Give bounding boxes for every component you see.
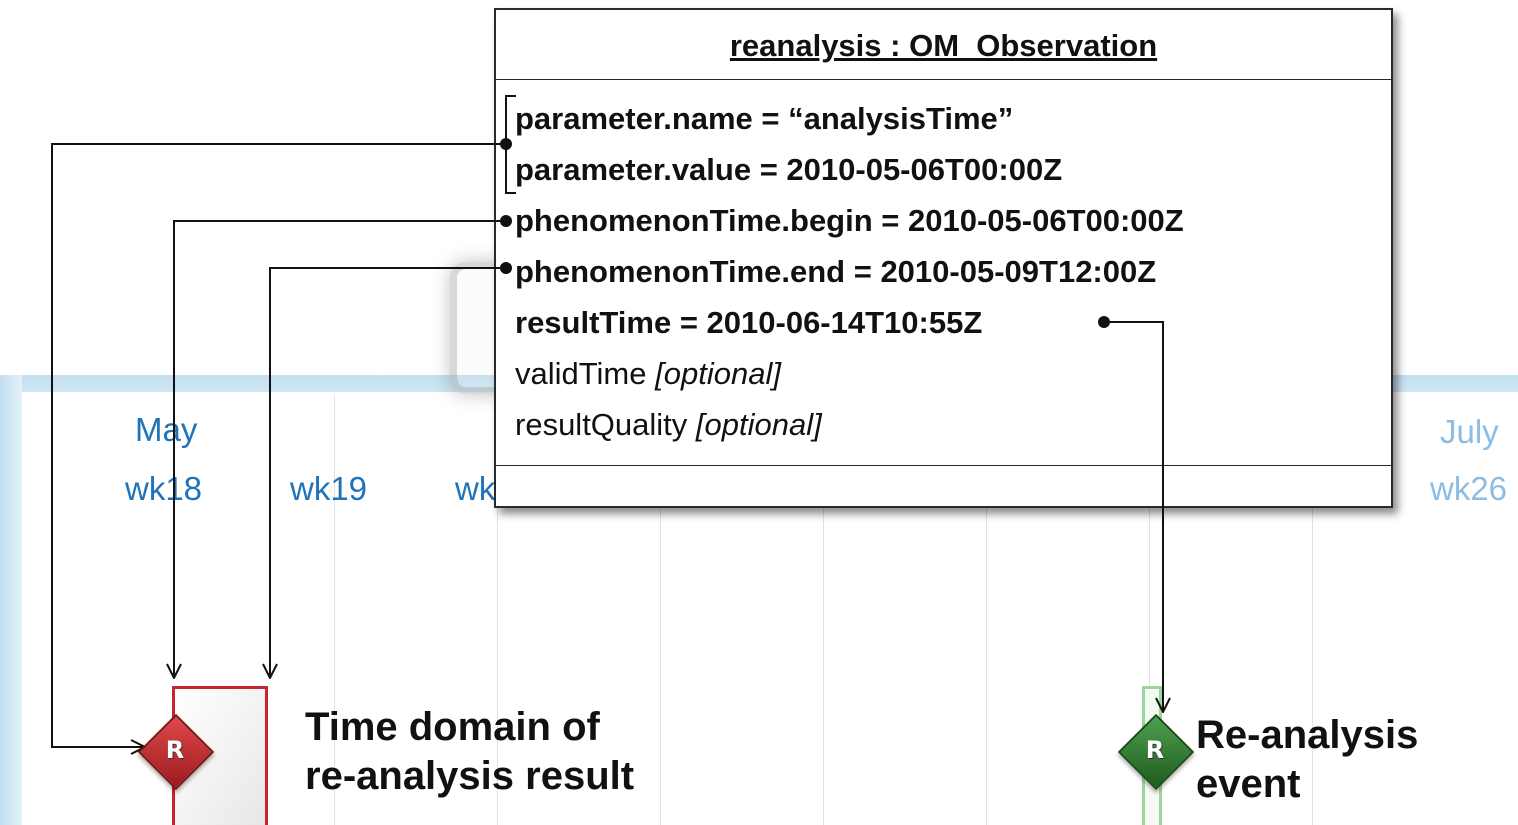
week-label-18: wk18 [125, 470, 203, 507]
connector-dot [500, 262, 512, 274]
week-label-19: wk19 [290, 470, 368, 507]
result-domain-caption-line2: re-analysis result [305, 754, 635, 799]
object-title: reanalysis : OM_Observation [729, 28, 1158, 63]
week-gridline [1312, 395, 1313, 825]
reanalysis-event-caption-line2: event [1196, 762, 1301, 807]
attr-parameter-name: parameter.name = “analysisTime” [515, 101, 1014, 136]
connector-dot [500, 138, 512, 150]
optional-tag: [optional] [655, 356, 781, 391]
optional-tag: [optional] [695, 407, 822, 442]
connector-phenomenon-begin [174, 220, 506, 678]
observation-object-box: reanalysis : OM_Observation parameter.na… [494, 8, 1393, 508]
attr-phenomenon-begin: phenomenonTime.begin = 2010-05-06T00:00Z [515, 203, 1184, 238]
week-gridline [986, 395, 987, 825]
timeline-left-edge [0, 375, 22, 825]
week-gridline [497, 395, 498, 825]
attr-result-quality-name: resultQuality [515, 407, 688, 442]
week-label-26: wk26 [1430, 470, 1508, 507]
reanalysis-event-caption-line1: Re-analysis [1196, 713, 1419, 757]
attr-valid-time: validTime [optional] [515, 358, 781, 389]
week-gridline [334, 395, 335, 825]
attr-result-time: resultTime = 2010-06-14T10:55Z [515, 305, 983, 340]
month-label-may: May [135, 411, 198, 448]
week-label-partial: wk [455, 470, 496, 507]
connector-phenomenon-end [270, 267, 506, 678]
title-separator [496, 79, 1391, 80]
connector-dot [1098, 316, 1110, 328]
month-label-july: July [1440, 413, 1499, 450]
attr-result-quality: resultQuality [optional] [515, 409, 822, 440]
attr-parameter-value: parameter.value = 2010-05-06T00:00Z [515, 152, 1063, 187]
reanalysis-event-caption: Re-analysis event [1196, 711, 1418, 809]
connector-dot [500, 215, 512, 227]
result-marker-letter: R [165, 736, 185, 764]
connector-analysis-time [51, 143, 506, 747]
attr-valid-time-name: validTime [515, 356, 647, 391]
event-marker-letter: R [1145, 736, 1165, 764]
operations-separator [496, 465, 1391, 466]
result-domain-caption: Time domain of re-analysis result [305, 703, 634, 801]
attr-phenomenon-end: phenomenonTime.end = 2010-05-09T12:00Z [515, 254, 1157, 289]
week-gridline [660, 395, 661, 825]
week-gridline [1149, 395, 1150, 825]
connector-result-time [1104, 321, 1163, 712]
result-domain-caption-line1: Time domain of [305, 705, 600, 749]
week-gridline [823, 395, 824, 825]
